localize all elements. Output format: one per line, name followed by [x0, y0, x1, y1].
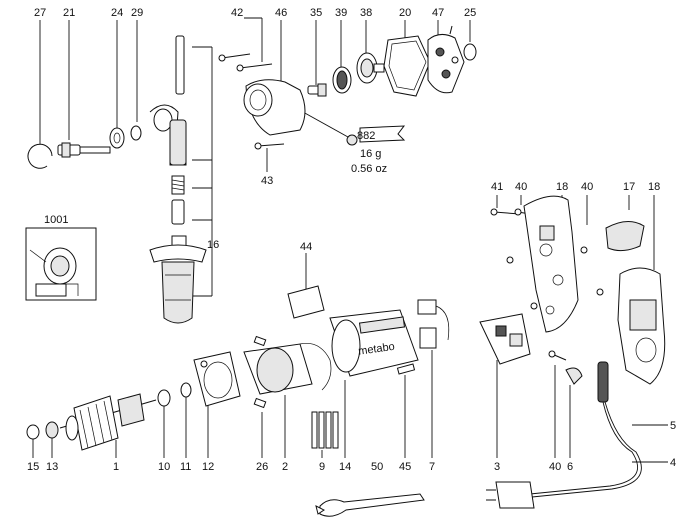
label-10: 10	[158, 461, 170, 473]
label-12: 12	[202, 461, 214, 473]
label-39: 39	[335, 7, 347, 19]
label-45: 45	[399, 461, 411, 473]
fan-guide-12	[193, 351, 241, 407]
grease-code: 882	[357, 130, 375, 142]
nut-15	[26, 424, 40, 440]
screw-43	[257, 143, 285, 147]
part-labels: 27 21 24 29 42 46 35 39 38 20 47 25 882 …	[27, 7, 676, 473]
label-24: 24	[111, 7, 123, 19]
label-5: 5	[670, 420, 676, 432]
label-40-b: 40	[581, 181, 593, 193]
handle-clamp	[149, 104, 187, 166]
label-38: 38	[360, 7, 372, 19]
gear-wheel-38	[356, 52, 385, 84]
inset-1001	[25, 227, 97, 301]
cable-4-5	[486, 361, 642, 509]
label-11: 11	[180, 461, 191, 473]
label-42: 42	[231, 7, 243, 19]
label-18-a: 18	[556, 181, 568, 193]
label-46: 46	[275, 7, 287, 19]
spindle-21	[57, 142, 111, 158]
spring	[171, 175, 185, 195]
handle-half-18a	[523, 195, 579, 333]
label-40-c: 40	[549, 461, 561, 473]
pinion-35	[307, 83, 327, 97]
armature-1	[59, 393, 157, 451]
part-45	[396, 363, 416, 375]
label-20: 20	[399, 7, 411, 19]
switch-7	[417, 299, 450, 349]
spanner-50	[315, 493, 425, 517]
circlip-27	[27, 143, 53, 169]
label-47: 47	[432, 7, 444, 19]
screws-42	[218, 53, 273, 72]
label-1: 1	[113, 461, 119, 473]
label-16: 16	[207, 239, 219, 251]
label-2: 2	[282, 461, 288, 473]
bearing-plate-47	[427, 25, 465, 94]
label-27: 27	[34, 7, 46, 19]
label-13: 13	[46, 461, 58, 473]
label-41: 41	[491, 181, 503, 193]
aux-handle-16	[149, 235, 207, 324]
label-17: 17	[623, 181, 635, 193]
brushes-9	[311, 411, 339, 449]
motor-housing-14: metabo	[329, 309, 419, 377]
brand-text: metabo	[357, 341, 395, 358]
label-6: 6	[567, 461, 573, 473]
label-18-b: 18	[648, 181, 660, 193]
label-3: 3	[494, 461, 500, 473]
grease-weight-g: 16 g	[360, 148, 381, 160]
label-9: 9	[319, 461, 325, 473]
parts: metabo	[25, 25, 666, 517]
label-43: 43	[261, 175, 273, 187]
grease-dot	[346, 134, 358, 146]
label-50: 50	[371, 461, 383, 473]
pin	[171, 199, 185, 225]
gasket-20	[383, 35, 431, 97]
leader-lines	[32, 17, 668, 463]
ring-29	[130, 125, 142, 141]
brush-26	[253, 397, 267, 409]
ring-11	[180, 382, 192, 398]
label-44: 44	[300, 241, 312, 253]
label-14: 14	[339, 461, 351, 473]
label-44	[287, 285, 325, 319]
label-40-a: 40	[515, 181, 527, 193]
electronics-3	[479, 313, 531, 365]
switch-cover-17	[605, 221, 645, 252]
label-7: 7	[429, 461, 435, 473]
label-15: 15	[27, 461, 39, 473]
cable-clamp-6	[565, 367, 583, 385]
gear-39	[332, 66, 352, 94]
label-26: 26	[256, 461, 268, 473]
depth-rod	[175, 35, 185, 95]
grease-tag	[359, 125, 406, 143]
washer-10	[157, 389, 171, 407]
grease-weight-oz: 0.56 oz	[351, 163, 387, 175]
label-29: 29	[131, 7, 143, 19]
washer-13	[45, 421, 59, 439]
field-2	[243, 343, 332, 395]
gear-housing-46	[243, 79, 306, 136]
label-1001: 1001	[44, 214, 68, 226]
label-4: 4	[670, 457, 676, 469]
washer-24	[109, 127, 125, 149]
label-25: 25	[464, 7, 476, 19]
label-21: 21	[63, 7, 75, 19]
handle-half-18b	[617, 267, 666, 385]
ring-25	[463, 43, 477, 61]
label-35: 35	[310, 7, 322, 19]
